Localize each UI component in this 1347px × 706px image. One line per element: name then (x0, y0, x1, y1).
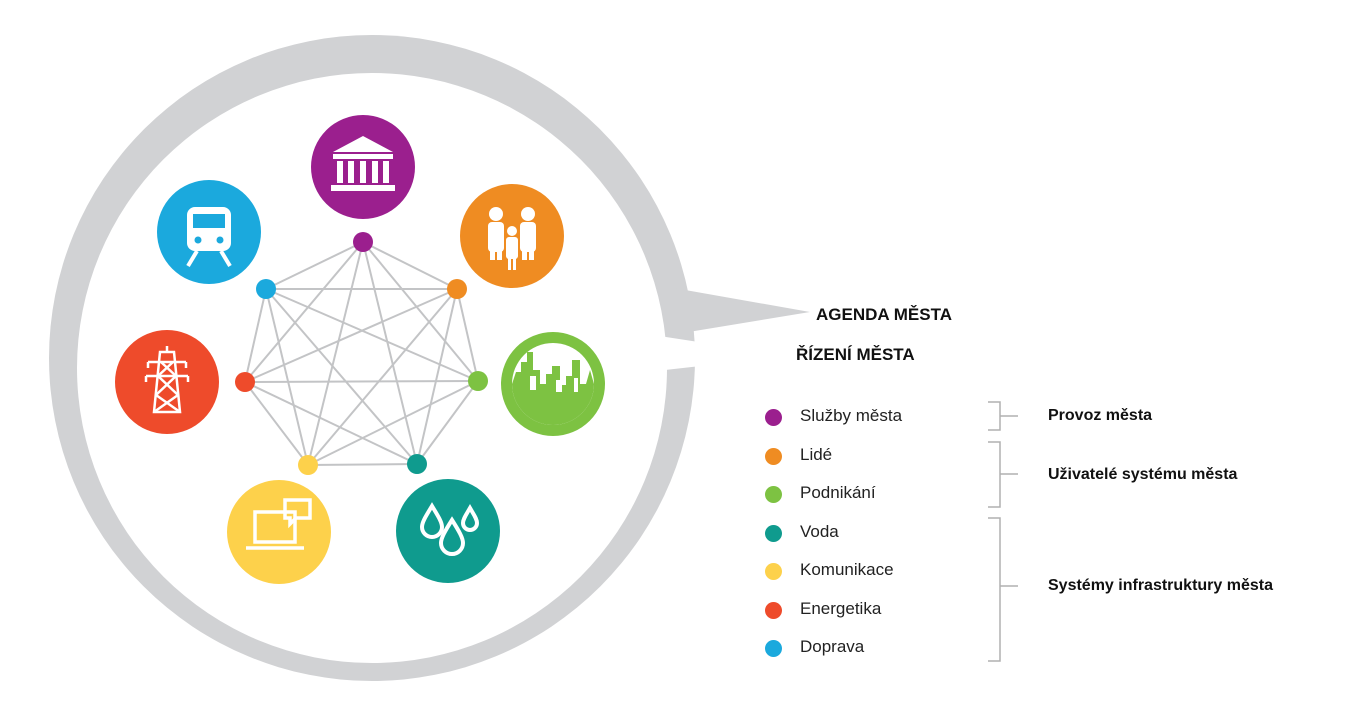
edge-water-communication (307, 463, 418, 466)
water-drops-icon (419, 502, 480, 556)
bracket-provoz (988, 401, 1018, 431)
bracket-uzivatele (988, 441, 1018, 508)
small-node-city-services (353, 232, 373, 252)
water-node (396, 479, 500, 583)
edge-people-water (416, 288, 458, 465)
business-node (501, 332, 605, 436)
legend-dot (765, 447, 782, 465)
group-label-provoz: Provoz města (1048, 407, 1153, 424)
city-skyline-icon (512, 352, 594, 425)
edge-business-water (416, 380, 479, 465)
laptop-chat-icon (246, 498, 312, 550)
legend-dot (765, 601, 782, 619)
legend-dot (765, 563, 782, 580)
train-icon (186, 207, 232, 268)
network-nodes (235, 232, 488, 475)
legend-label: Služby města (800, 406, 903, 425)
edge-business-communication (307, 380, 479, 466)
edge-business-energy (244, 380, 479, 383)
group-label-uzivatele: Uživatelé systému města (1048, 466, 1238, 483)
agenda-ring-pointer (640, 282, 810, 340)
legend-dot (765, 524, 782, 542)
power-pylon-icon (144, 346, 190, 414)
edge-water-energy (244, 381, 418, 465)
edge-city-services-business (362, 241, 479, 382)
group-label-infrastruktura: Systémy infrastruktury města (1048, 577, 1273, 594)
edge-energy-transport (244, 288, 267, 383)
small-node-water (407, 454, 427, 474)
legend-brackets (988, 401, 1018, 662)
family-icon (488, 207, 536, 270)
edge-communication-transport (265, 288, 309, 466)
government-building-icon (331, 136, 395, 191)
legend-label: Podnikání (800, 483, 876, 502)
small-node-people (447, 279, 467, 299)
people-node (460, 184, 564, 288)
edge-water-transport (265, 288, 418, 465)
edge-communication-energy (244, 381, 309, 466)
legend-dot (765, 409, 782, 426)
agenda-label: AGENDA MĚSTA (816, 305, 952, 324)
small-node-energy (235, 372, 255, 392)
transport-node (157, 180, 261, 284)
network-edges (244, 241, 479, 466)
legend-label: Komunikace (800, 560, 894, 579)
management-pointer (620, 330, 790, 375)
edge-people-energy (244, 288, 458, 383)
management-label: ŘÍZENÍ MĚSTA (796, 345, 915, 364)
small-node-business (468, 371, 488, 391)
edge-city-services-water (362, 241, 418, 465)
legend-label: Lidé (800, 444, 833, 464)
legend-label: Voda (800, 521, 839, 541)
energy-node (115, 330, 219, 434)
bracket-infrastruktura (988, 517, 1018, 662)
edge-city-services-transport (265, 241, 364, 290)
edge-business-transport (265, 288, 479, 382)
legend-label: Energetika (800, 598, 882, 618)
small-node-transport (256, 279, 276, 299)
legend-label: Doprava (800, 637, 865, 656)
edge-city-services-energy (244, 241, 364, 383)
legend-dot (765, 640, 782, 657)
city-services-node (311, 115, 415, 219)
edge-city-services-people (362, 241, 458, 290)
legend-dot (765, 486, 782, 503)
communication-node (227, 480, 331, 584)
small-node-communication (298, 455, 318, 475)
edge-city-services-communication (307, 241, 364, 466)
edge-people-communication (307, 288, 458, 466)
edge-people-business (456, 288, 479, 382)
